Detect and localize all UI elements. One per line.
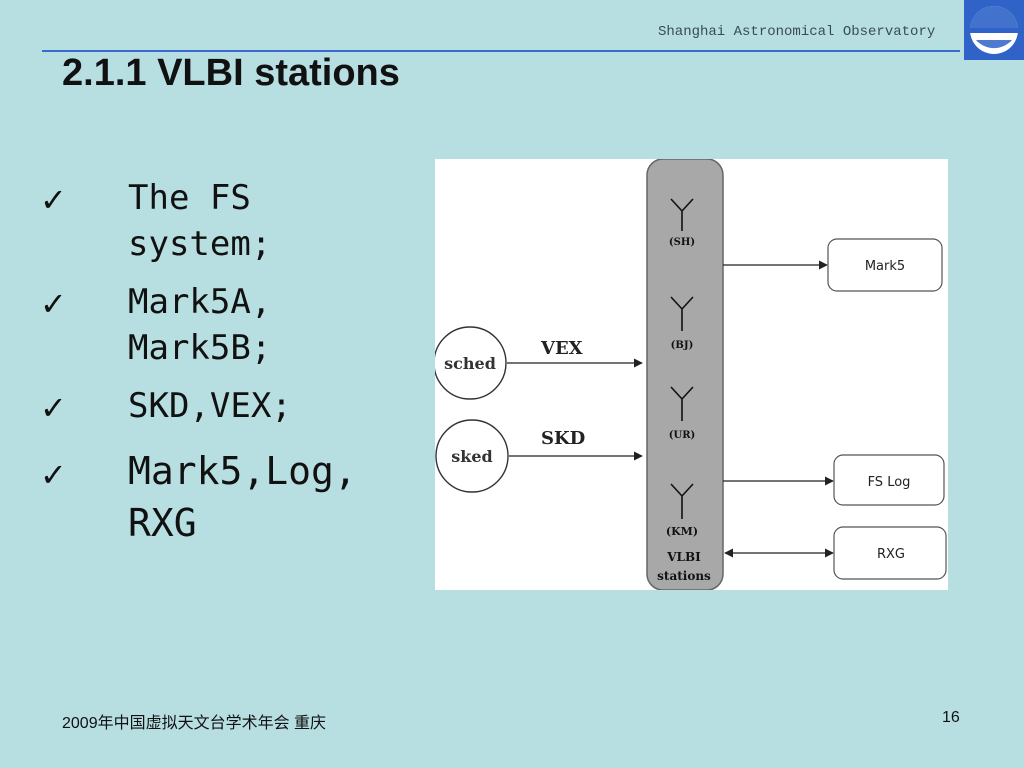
organization-name: Shanghai Astronomical Observatory (658, 24, 936, 40)
checkmark-icon: ✓ (40, 456, 67, 494)
antenna-icon (670, 483, 694, 519)
bullet-text: Mark5,Log, (128, 449, 357, 493)
bullet-text: Mark5A, (128, 282, 272, 322)
mark5-box (827, 238, 943, 292)
bullet-text: The FS (128, 178, 251, 218)
antenna-icon (670, 296, 694, 331)
page-number: 16 (942, 709, 960, 726)
station-label: (KM) (666, 525, 698, 538)
bullet-item: ✓ Mark5,Log, RXG (40, 445, 430, 549)
bullet-item: ✓ SKD,VEX; (40, 383, 430, 429)
station-label: (BJ) (671, 340, 694, 351)
bullet-item: ✓ Mark5A, Mark5B; (40, 279, 430, 371)
vlbi-label: VLBI (666, 550, 701, 564)
checkmark-icon: ✓ (40, 181, 67, 219)
bullet-text: SKD,VEX; (128, 386, 292, 426)
vlbi-label: stations (657, 569, 711, 583)
antenna-icon (670, 386, 694, 421)
fslog-label: FS Log (868, 475, 911, 490)
sked-node (435, 419, 509, 493)
vlbi-diagram: (SH) (BJ) (UR) (KM) VLBI stations sched … (433, 158, 948, 591)
sched-label: sched (444, 354, 496, 373)
checkmark-icon: ✓ (40, 285, 67, 323)
footer-conference: 2009年中国虚拟天文台学术年会 重庆 (62, 715, 327, 732)
header-divider (42, 50, 960, 52)
vlbi-diagram-svg: (SH) (BJ) (UR) (KM) VLBI stations sched … (433, 158, 947, 591)
rxg-box (833, 526, 947, 580)
antenna-icon (670, 198, 694, 231)
rxg-label: RXG (877, 547, 905, 562)
station-label: (SH) (669, 237, 695, 248)
logo-icon (970, 6, 1018, 54)
bullet-text: system; (128, 224, 272, 264)
skd-label: SKD (541, 428, 585, 449)
slide-title: 2.1.1 VLBI stations (62, 52, 400, 94)
checkmark-icon: ✓ (40, 389, 67, 427)
mark5-label: Mark5 (865, 259, 905, 274)
bullet-text: Mark5B; (128, 328, 272, 368)
sked-label: sked (451, 447, 492, 466)
bullet-list: ✓ The FS system; ✓ Mark5A, Mark5B; ✓ SKD… (40, 175, 430, 549)
fslog-box (833, 454, 945, 506)
bullet-text: RXG (128, 501, 197, 545)
vex-label: VEX (540, 338, 583, 359)
bullet-item: ✓ The FS system; (40, 175, 430, 267)
station-label: (UR) (669, 430, 696, 441)
observatory-logo (964, 0, 1024, 60)
